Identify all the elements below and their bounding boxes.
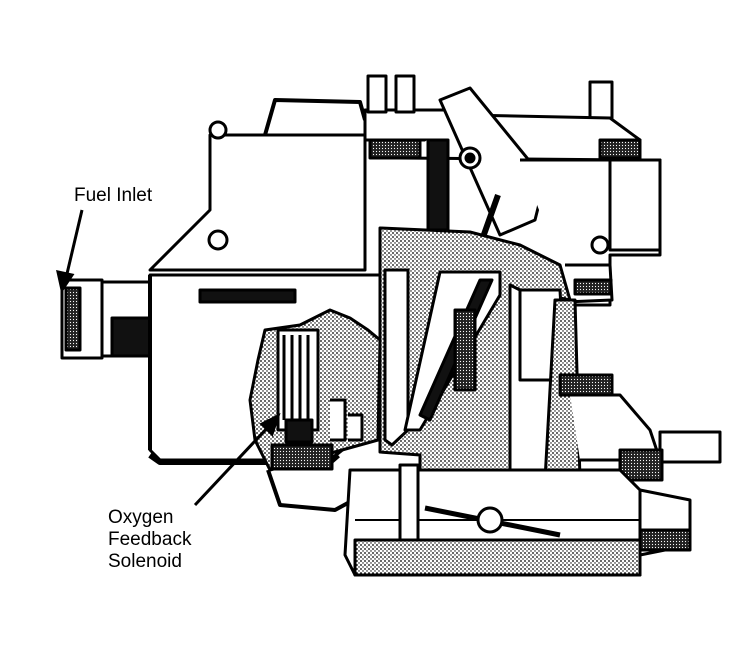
- fuel-inlet-label: Fuel Inlet: [74, 185, 153, 206]
- oxygen-feedback-solenoid: [270, 328, 364, 471]
- fuel-inlet-arrowhead: [56, 270, 75, 294]
- oxygen-label-line2: Feedback: [108, 529, 192, 550]
- throttle-base: [343, 463, 642, 577]
- leader-arrows: [56, 209, 281, 507]
- oxygen-feedback-solenoid-label: Oxygen Feedback Solenoid: [108, 507, 191, 573]
- venturi-wall: [518, 288, 662, 482]
- oxygen-label-line1: Oxygen: [108, 507, 174, 528]
- solenoid-leader: [193, 423, 272, 507]
- fuel-inlet-leader: [64, 209, 84, 279]
- float-bowl: [148, 120, 382, 465]
- oxygen-label-line3: Solenoid: [108, 551, 182, 572]
- linkage-rod: [263, 98, 367, 136]
- throttle-body-housing: [520, 158, 662, 307]
- solenoid-arrowhead: [259, 413, 281, 437]
- fuel-inlet-fitting: [60, 278, 152, 360]
- fuel-passages: [383, 268, 502, 447]
- choke-shaft: [426, 138, 450, 232]
